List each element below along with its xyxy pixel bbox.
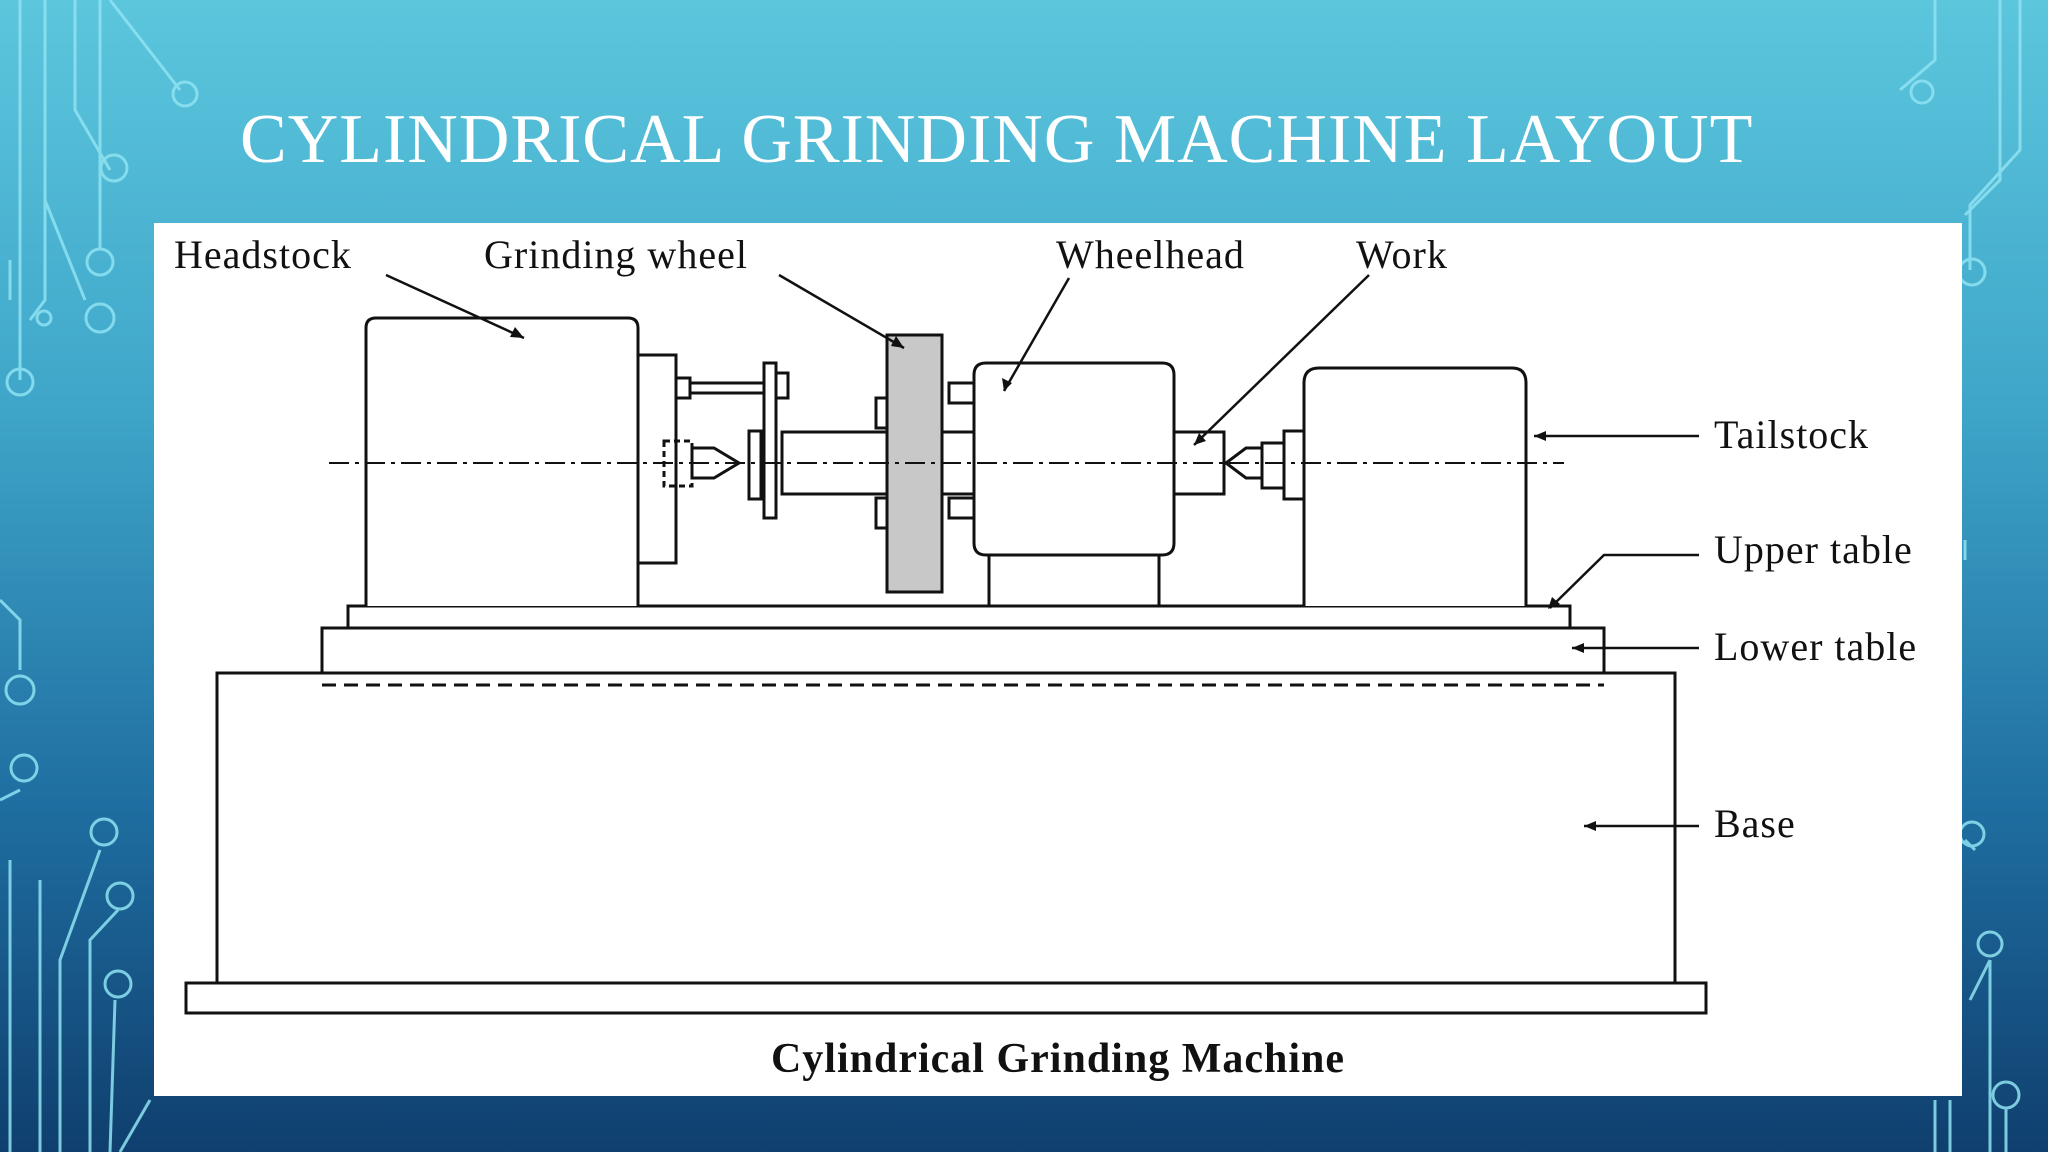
label-tailstock: Tailstock bbox=[1714, 412, 1870, 457]
lower-table-shape bbox=[320, 626, 1606, 675]
label-lower-table: Lower table bbox=[1714, 624, 1918, 669]
label-headstock: Headstock bbox=[174, 232, 352, 277]
base-plinth bbox=[184, 981, 1708, 1015]
wheelhead-shape bbox=[972, 361, 1176, 557]
base-body bbox=[215, 671, 1677, 985]
label-upper-table: Upper table bbox=[1714, 527, 1913, 572]
label-base: Base bbox=[1714, 801, 1796, 846]
diagram-panel: Headstock Grinding wheel Wheelhead Work … bbox=[154, 223, 1962, 1096]
tailstock-shape bbox=[1302, 366, 1528, 606]
label-wheelhead: Wheelhead bbox=[1056, 232, 1245, 277]
label-grinding-wheel: Grinding wheel bbox=[484, 232, 748, 277]
diagram-caption: Cylindrical Grinding Machine bbox=[770, 1036, 1346, 1082]
label-work: Work bbox=[1356, 232, 1448, 277]
slide-title: CYLINDRICAL GRINDING MACHINE LAYOUT bbox=[240, 101, 1754, 178]
upper-table-shape bbox=[346, 604, 1572, 630]
machine-drawing bbox=[184, 273, 1708, 1015]
